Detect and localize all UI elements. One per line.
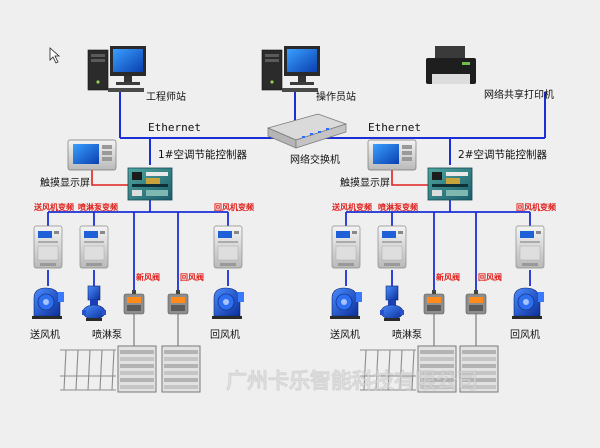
supply-fan-icon xyxy=(329,287,363,320)
computer-icon xyxy=(87,45,147,93)
vfd-label-return-fan: 回风机变频 xyxy=(516,202,556,212)
vfd-icon xyxy=(213,225,243,269)
switch-icon xyxy=(266,113,348,149)
vfd-icon xyxy=(331,225,361,269)
air-damper-icon xyxy=(161,345,201,393)
spray-pump-icon xyxy=(379,285,405,322)
mouse-cursor-icon xyxy=(49,47,61,64)
valve-label-fresh-air: 新风阀 xyxy=(136,272,160,282)
system-2: 触摸显示屏 2#空调节能控制器 送风机变频 喷淋泵变频 回风机变频 新风阀 回风… xyxy=(329,139,556,393)
damper-actuator-icon xyxy=(423,289,445,315)
engineer-station-label: 工程师站 xyxy=(146,90,186,103)
system-1: 触摸显示屏 1#空调节能控制器 送风机变频 喷淋泵变频 回风机变频 新风阀 回风… xyxy=(30,139,254,393)
controller-label: 1#空调节能控制器 xyxy=(158,148,247,161)
valve-label-return-air: 回风阀 xyxy=(478,272,502,282)
equipment-label-supply-fan: 送风机 xyxy=(330,328,360,341)
equipment-label-spray-pump: 喷淋泵 xyxy=(392,328,422,341)
operator-station: 操作员站 xyxy=(261,45,356,103)
equipment-label-spray-pump: 喷淋泵 xyxy=(92,328,122,341)
equipment-label-return-fan: 回风机 xyxy=(210,328,240,341)
touch-display-icon xyxy=(67,139,117,171)
vfd-icon xyxy=(33,225,63,269)
vfd-label-supply-fan: 送风机变频 xyxy=(331,202,372,212)
engineer-station: 工程师站 xyxy=(87,45,186,103)
ethernet-backbone xyxy=(119,92,546,165)
network-printer: 网络共享打印机 xyxy=(426,46,554,101)
computer-icon xyxy=(261,45,321,93)
ethernet-label-left: Ethernet xyxy=(148,121,201,134)
touch-display-icon xyxy=(367,139,417,171)
equipment-label-return-fan: 回风机 xyxy=(510,328,540,341)
vfd-icon xyxy=(377,225,407,269)
spray-pump-icon xyxy=(81,285,107,322)
valve-label-fresh-air: 新风阀 xyxy=(436,272,460,282)
vfd-label-supply-fan: 送风机变频 xyxy=(33,202,74,212)
controller-label: 2#空调节能控制器 xyxy=(458,148,547,161)
printer-icon xyxy=(426,46,476,84)
equipment-label-supply-fan: 送风机 xyxy=(30,328,60,341)
damper-actuator-icon xyxy=(123,289,145,315)
network-switch: 网络交换机 xyxy=(266,113,348,166)
vfd-icon xyxy=(515,225,545,269)
damper-actuator-icon xyxy=(465,289,487,315)
network-printer-label: 网络共享打印机 xyxy=(484,88,554,101)
valve-label-return-air: 回风阀 xyxy=(180,272,204,282)
watermark: 广州卡乐智能科技有限公司 xyxy=(226,369,478,393)
vfd-label-spray-pump: 喷淋泵变频 xyxy=(378,202,418,212)
vfd-label-spray-pump: 喷淋泵变频 xyxy=(78,202,118,212)
controller-board-icon xyxy=(127,167,173,201)
supply-fan-icon xyxy=(31,287,65,320)
ethernet-label-right: Ethernet xyxy=(368,121,421,134)
network-switch-label: 网络交换机 xyxy=(290,153,340,166)
touch-display-label: 触摸显示屏 xyxy=(40,176,90,189)
spray-rack-icon xyxy=(59,349,117,391)
vfd-icon xyxy=(79,225,109,269)
air-damper-icon xyxy=(117,345,157,393)
operator-station-label: 操作员站 xyxy=(316,90,356,103)
return-fan-icon xyxy=(211,287,245,320)
return-fan-icon xyxy=(511,287,545,320)
vfd-label-return-fan: 回风机变频 xyxy=(214,202,254,212)
damper-actuator-icon xyxy=(167,289,189,315)
touch-display-label: 触摸显示屏 xyxy=(340,176,390,189)
controller-board-icon xyxy=(427,167,473,201)
